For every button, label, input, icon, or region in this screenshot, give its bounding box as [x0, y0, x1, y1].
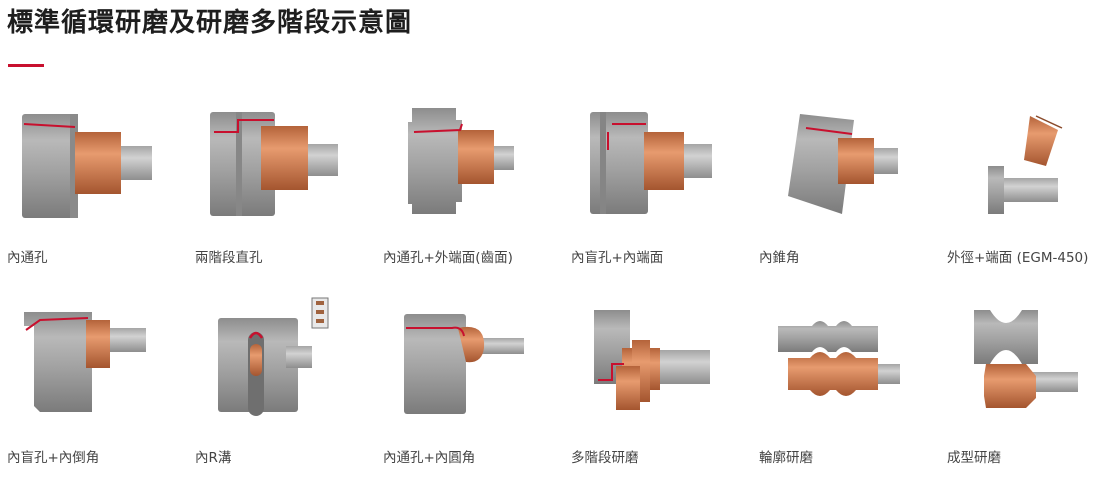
- blind-hole-and-chamfer-grinding-diagram: [24, 312, 146, 412]
- multi-stage-grinding-diagram: [594, 310, 710, 410]
- diagram-card: 多階段研磨: [564, 286, 752, 466]
- diagram-label: 內盲孔+內倒角: [7, 450, 100, 466]
- through-hole-and-outer-face-grinding-diagram: [408, 108, 514, 214]
- diagram-label: 內錐角: [759, 250, 800, 266]
- diagram-card: 內R溝: [188, 286, 376, 466]
- diagram-label: 外徑+端面 (EGM-450): [947, 250, 1089, 266]
- diagram-label: 內通孔: [7, 250, 48, 266]
- diagram-card: 外徑+端面 (EGM-450): [940, 86, 1114, 266]
- internal-r-groove-grinding-diagram: [218, 297, 329, 416]
- diagram-card: 內錐角: [752, 86, 940, 266]
- diagram-card: 兩階段直孔: [188, 86, 376, 266]
- diagram-label: 內R溝: [195, 450, 232, 466]
- internal-taper-grinding-diagram: [788, 114, 898, 214]
- diagram-card: 輪廓研磨: [752, 286, 940, 466]
- form-grinding-diagram: [974, 310, 1078, 408]
- diagram-card: 內通孔: [0, 86, 188, 266]
- through-hole-and-fillet-grinding-diagram: [404, 314, 524, 414]
- blind-hole-and-inner-face-grinding-diagram: [590, 112, 712, 214]
- diagram-label: 內盲孔+內端面: [571, 250, 664, 266]
- internal-through-hole-grinding-diagram: [22, 114, 152, 218]
- page-title: 標準循環研磨及研磨多階段示意圖: [7, 8, 413, 38]
- diagram-label: 多階段研磨: [571, 450, 639, 466]
- two-stage-straight-hole-grinding-diagram: [210, 112, 338, 216]
- diagram-card: 內盲孔+內倒角: [0, 286, 188, 466]
- diagram-label: 兩階段直孔: [195, 250, 263, 266]
- diagram-card: 內盲孔+內端面: [564, 86, 752, 266]
- diagram-card: 內通孔+外端面(齒面): [376, 86, 564, 266]
- title-underline: [8, 64, 44, 67]
- diagram-label: 輪廓研磨: [759, 450, 813, 466]
- diagram-card: 內通孔+內圓角: [376, 286, 564, 466]
- outer-diameter-and-face-grinding-diagram: [988, 115, 1063, 214]
- diagram-label: 內通孔+外端面(齒面): [383, 250, 513, 266]
- profile-grinding-diagram: [778, 321, 900, 396]
- diagram-label: 成型研磨: [947, 450, 1001, 466]
- diagram-card: 成型研磨: [940, 286, 1114, 466]
- diagram-label: 內通孔+內圓角: [383, 450, 476, 466]
